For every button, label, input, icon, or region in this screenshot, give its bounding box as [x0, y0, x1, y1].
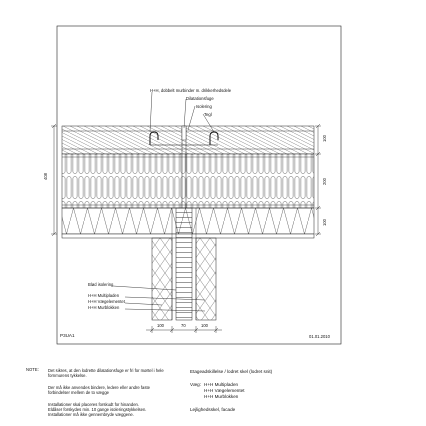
dim-bottom-left: 100: [157, 323, 164, 328]
label-murblock: H+H Murblokken: [88, 305, 120, 310]
brick-layer: [61, 125, 315, 155]
notes-label: NOTE:: [26, 367, 39, 372]
title-block-wall-item-2: H+H Vægelementet: [204, 388, 245, 393]
label-dilatation-joint: Dilatationsfuge: [186, 96, 214, 101]
label-insulation: Isolering: [196, 104, 212, 109]
dim-bottom-mid: 70: [181, 323, 186, 328]
title-block-wall-item-3: H+H Murblokken: [204, 394, 239, 399]
title-block-wall-label: Væg:: [190, 382, 201, 387]
dim-total-height: 408: [43, 173, 48, 180]
dim-right-mid: 200: [322, 178, 327, 185]
wall-right: [195, 237, 217, 321]
note-paragraph-1: Det sikres, at den lodrette dilatationsf…: [48, 368, 164, 378]
dilatation-gap: [175, 207, 193, 321]
note-paragraph-3: Installationer skal placeres forskudt fo…: [48, 402, 146, 418]
note-1-line-2: fornmurens tykkelse.: [48, 373, 87, 379]
title-block-wall-item-1: H+H Multipladen: [204, 382, 239, 387]
dim-bottom-right: 100: [201, 323, 208, 328]
hollow-core-slab: [61, 153, 315, 209]
note-3-line-2: Eldåser forskydes min. 10 gange isolerin…: [48, 407, 147, 413]
title-block-title: Etageadskillelse / lodret skel (lodret s…: [190, 369, 273, 374]
label-tie: H+H, dobbelt murbinder m. drikkerhedsdel…: [150, 88, 232, 93]
dim-right-bottom: 100: [322, 219, 327, 226]
drawing-date: 01.01.2010: [309, 334, 330, 339]
label-wall-element: H+H Vægelementet: [88, 299, 125, 304]
label-multiplate: H+H Multipladen: [88, 293, 120, 298]
note-3-line-1: Installationer skal placeres forskudt fo…: [48, 402, 140, 407]
note-1-line-1: Det sikres, at den lodrette dilatationsf…: [48, 368, 164, 373]
note-3-line-3: Installationer må ikke gennembryde vægge…: [48, 412, 134, 418]
label-soft-insulation: Blød isolering: [88, 282, 114, 287]
label-brick: Tegl: [204, 112, 212, 117]
tie-left-hook: [149, 131, 159, 145]
note-paragraph-2: Der må ikke anvendes bindere, ledere ell…: [48, 385, 150, 395]
wall-left: [151, 237, 173, 321]
dim-right-top: 100: [322, 135, 327, 142]
note-2-line-1: Der må ikke anvendes bindere, ledere ell…: [48, 385, 150, 390]
title-block-subtitle: Lejlighedsskel, facade: [190, 407, 236, 412]
note-2-line-2: forbindelser mellem de to vægge: [48, 390, 109, 396]
drawing-code: P3UA1: [60, 333, 75, 338]
